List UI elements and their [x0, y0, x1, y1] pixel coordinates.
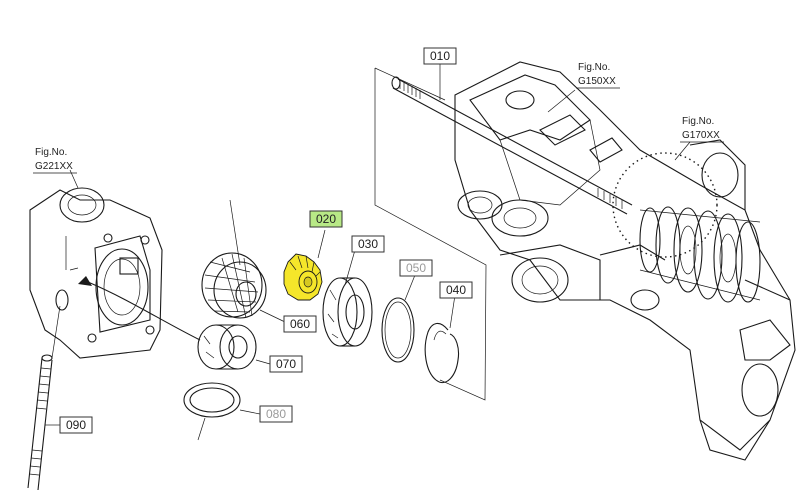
- part-label-060[interactable]: 060: [283, 315, 317, 333]
- assembly-outline: [374, 68, 487, 401]
- insertion-arrow: [87, 281, 201, 341]
- fig-ref-g170[interactable]: Fig.No. G170XX: [680, 116, 724, 143]
- shim-080-drawing: [183, 382, 241, 441]
- svg-text:060: 060: [290, 317, 310, 331]
- bevel-housing-drawing: [29, 187, 163, 359]
- svg-text:Fig.No.: Fig.No.: [35, 147, 67, 158]
- svg-text:050: 050: [406, 261, 426, 275]
- part-label-010[interactable]: 010: [423, 47, 457, 65]
- leader-080: [239, 409, 261, 415]
- leader-040: [449, 294, 456, 329]
- part-label-030[interactable]: 030: [351, 235, 385, 253]
- svg-text:040: 040: [446, 283, 466, 297]
- svg-text:Fig.No.: Fig.No.: [682, 116, 714, 127]
- snap-ring-040-drawing: [424, 322, 460, 384]
- ring-050-drawing: [381, 297, 415, 363]
- bevel-gear-060-drawing: [201, 199, 267, 319]
- gear-stack-drawing: [639, 206, 761, 303]
- svg-text:G170XX: G170XX: [682, 130, 720, 141]
- leader-050: [404, 274, 416, 301]
- svg-text:030: 030: [358, 237, 378, 251]
- pinion-gear-020-highlight: [283, 253, 323, 301]
- svg-text:Fig.No.: Fig.No.: [578, 62, 610, 73]
- leader-g150: [547, 89, 576, 113]
- part-label-080[interactable]: 080: [259, 405, 293, 423]
- fig-ref-g150[interactable]: Fig.No. G150XX: [576, 62, 620, 89]
- svg-text:G150XX: G150XX: [578, 76, 616, 87]
- leader-020: [317, 229, 326, 259]
- svg-text:080: 080: [266, 407, 286, 421]
- gear-stack-reference-ring: [612, 152, 718, 258]
- part-label-040[interactable]: 040: [439, 281, 473, 299]
- leader-g170: [674, 141, 691, 161]
- svg-text:G221XX: G221XX: [35, 161, 73, 172]
- svg-text:070: 070: [276, 357, 296, 371]
- shaft-010-drawing: [391, 76, 633, 215]
- svg-text:090: 090: [66, 418, 86, 432]
- fig-ref-g221[interactable]: Fig.No. G221XX: [33, 147, 77, 174]
- leader-030: [344, 249, 356, 286]
- svg-text:010: 010: [430, 49, 450, 63]
- svg-text:020: 020: [316, 212, 336, 226]
- part-label-050[interactable]: 050: [399, 259, 433, 277]
- bearing-070-drawing: [197, 324, 257, 370]
- leader-070: [255, 359, 271, 365]
- leader-060: [259, 309, 286, 323]
- part-label-090[interactable]: 090: [59, 416, 93, 434]
- shaft-090-drawing: [27, 305, 61, 491]
- bearing-030-drawing: [322, 277, 373, 347]
- part-label-070[interactable]: 070: [269, 355, 303, 373]
- axle-housing-drawing: [454, 61, 796, 461]
- part-label-020[interactable]: 020: [309, 210, 343, 228]
